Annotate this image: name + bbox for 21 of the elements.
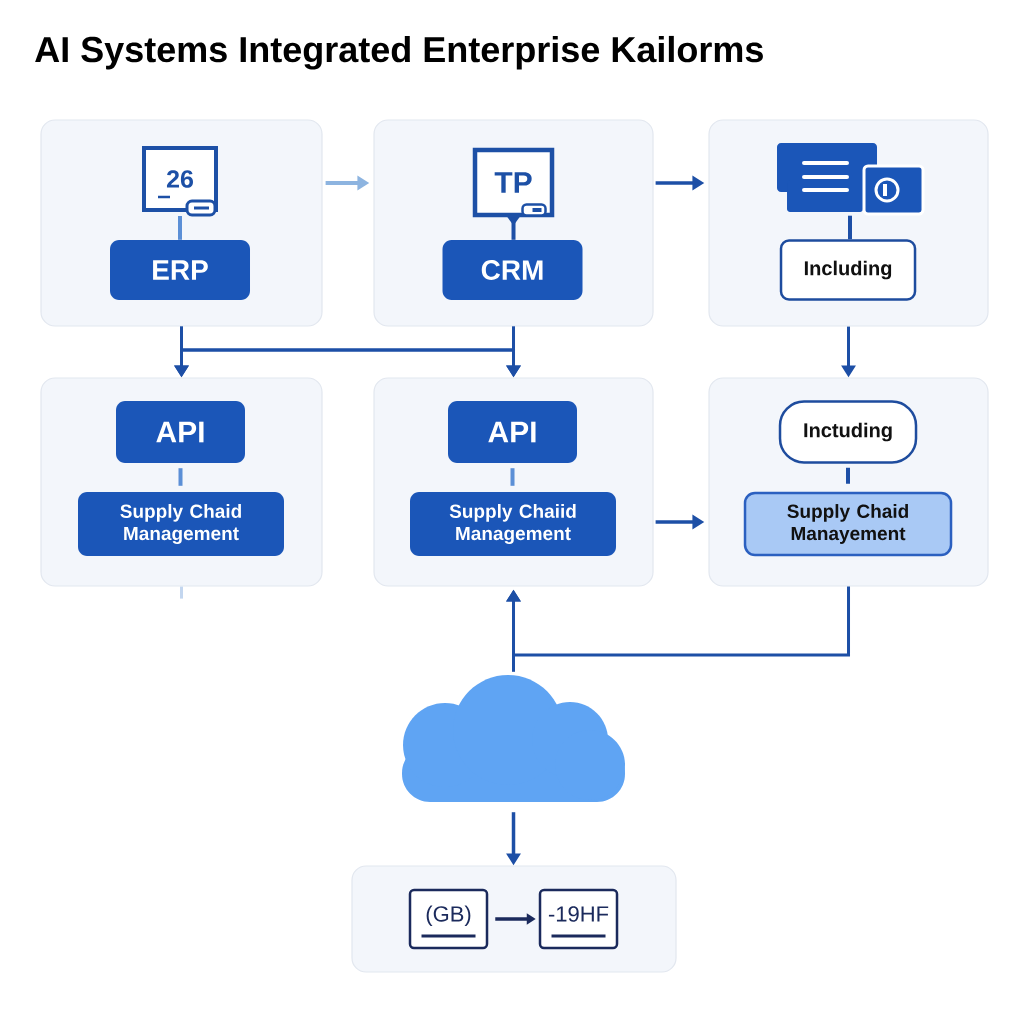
connector-line [511, 217, 516, 240]
label-box: Including [779, 239, 917, 301]
code-box: -19HF [538, 888, 619, 950]
chat-icon [777, 143, 925, 216]
connector-line [178, 468, 183, 486]
highlight-box: Supply Chaid Manayement [743, 491, 953, 557]
module-box: CRM [442, 240, 583, 300]
connector-line [178, 216, 182, 240]
connector-line [848, 215, 852, 240]
module-box: API [116, 401, 245, 463]
code-box: (GB) [408, 888, 489, 950]
module-box: API [448, 401, 577, 463]
module-box: Supply Chaiid Management [410, 492, 616, 556]
cloud [402, 675, 625, 802]
pill-label: Inctuding [778, 400, 918, 464]
module-box: Supply Chaid Management [78, 492, 284, 556]
connector-line [510, 468, 515, 486]
module-box: ERP [110, 240, 250, 300]
connector-line [846, 467, 850, 484]
title: AI Systems Integrated Enterprise Kailorms [35, 35, 763, 70]
connector-line [180, 586, 183, 599]
